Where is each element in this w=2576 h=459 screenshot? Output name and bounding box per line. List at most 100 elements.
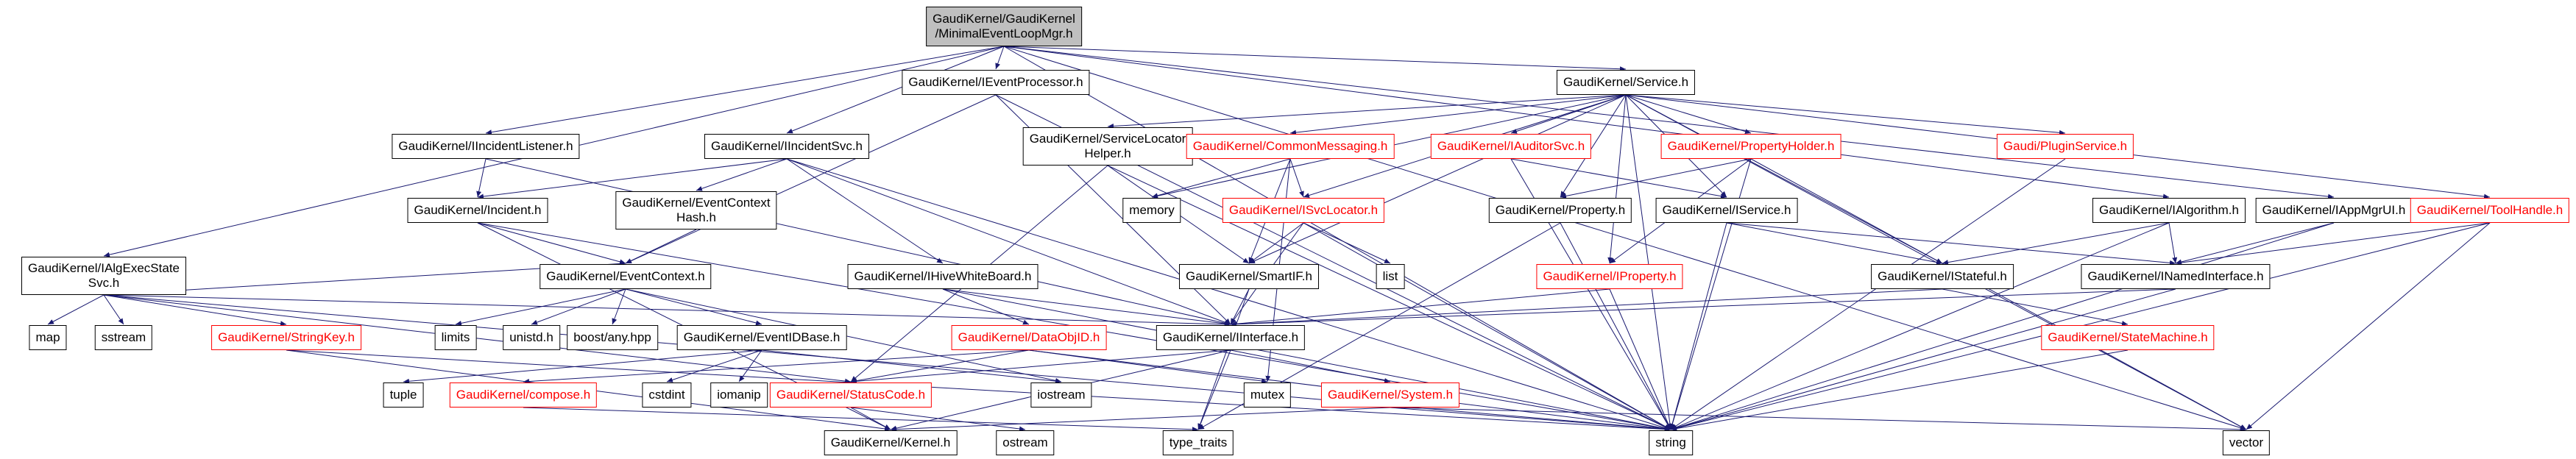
include-edge-n13-n48 — [1303, 222, 1671, 430]
include-node-gaudikernel-iappmgrui-h[interactable]: GaudiKernel/IAppMgrUI.h — [2255, 198, 2413, 223]
include-node-list[interactable]: list — [1376, 264, 1405, 289]
include-node-boost-any-hpp[interactable]: boost/any.hpp — [567, 325, 658, 350]
node-label: list — [1382, 268, 1398, 283]
node-label: GaudiKernel/IStateful.h — [1878, 268, 2007, 283]
include-edge-n13-n22 — [1248, 222, 1304, 264]
include-node-gaudikernel-iauditorsvc-h[interactable]: GaudiKernel/IAuditorSvc.h — [1430, 134, 1592, 159]
include-node-gaudikernel-incident-h[interactable]: GaudiKernel/Incident.h — [407, 198, 548, 223]
include-node-gaudikernel-gaudikernel-minimaleventloopmgr-h[interactable]: GaudiKernel/GaudiKernel/MinimalEventLoop… — [926, 7, 1082, 46]
include-edge-n34-n41 — [850, 349, 1030, 384]
include-edge-n14-n48 — [1560, 222, 1671, 430]
include-edge-n2-n9 — [1625, 94, 2066, 135]
node-label: GaudiKernel/Incident.h — [414, 202, 542, 217]
include-edge-n19-n20 — [103, 260, 626, 296]
node-label: mutex — [1250, 387, 1285, 402]
include-node-gaudikernel-ihivewhiteboard-h[interactable]: GaudiKernel/IHiveWhiteBoard.h — [847, 264, 1038, 289]
include-node-gaudikernel-iinterface-h[interactable]: GaudiKernel/IInterface.h — [1156, 325, 1306, 350]
node-label: GaudiKernel/ServiceLocator — [1029, 131, 1186, 146]
include-node-mutex[interactable]: mutex — [1243, 382, 1292, 408]
node-label: map — [35, 330, 60, 344]
include-edge-n8-n49 — [1750, 158, 2247, 430]
include-edge-n0-n4 — [786, 46, 1005, 134]
node-label: iostream — [1037, 387, 1086, 402]
include-node-gaudikernel-system-h[interactable]: GaudiKernel/System.h — [1320, 382, 1460, 408]
include-node-gaudikernel-commonmessaging-h[interactable]: GaudiKernel/CommonMessaging.h — [1186, 134, 1395, 159]
node-label: GaudiKernel/Property.h — [1495, 202, 1626, 217]
include-edge-n18-n49 — [2246, 222, 2491, 430]
include-edge-n4-n11 — [696, 158, 788, 191]
include-node-iostream[interactable]: iostream — [1030, 382, 1092, 408]
include-node-iomanip[interactable]: iomanip — [710, 382, 768, 408]
include-edge-n17-n48 — [1670, 222, 2335, 430]
include-node-tuple[interactable]: tuple — [383, 382, 424, 408]
node-label: GaudiKernel/EventContext — [622, 195, 771, 210]
include-edge-n24-n48 — [1609, 288, 1671, 430]
include-node-type-traits[interactable]: type_traits — [1162, 430, 1234, 455]
include-node-limits[interactable]: limits — [434, 325, 477, 350]
include-edge-n19-n41 — [103, 294, 852, 384]
node-label: GaudiKernel/StatusCode.h — [776, 387, 926, 402]
include-node-gaudikernel-ieventprocessor-h[interactable]: GaudiKernel/IEventProcessor.h — [902, 70, 1090, 95]
include-node-gaudikernel-inamedinterface-h[interactable]: GaudiKernel/INamedInterface.h — [2081, 264, 2271, 289]
include-node-gaudikernel-statemachine-h[interactable]: GaudiKernel/StateMachine.h — [2041, 325, 2215, 350]
node-label: GaudiKernel/StringKey.h — [218, 330, 355, 344]
include-edge-n3-n35 — [485, 158, 1231, 326]
include-edge-n29-n48 — [286, 349, 1671, 433]
include-edge-n19-n35 — [103, 294, 1231, 327]
include-edge-n33-n40 — [738, 349, 762, 382]
include-edge-n10-n20 — [477, 222, 626, 265]
node-label: GaudiKernel/PropertyHolder.h — [1667, 138, 1835, 153]
node-label: GaudiKernel/ISvcLocator.h — [1228, 202, 1379, 217]
include-node-unistd-h[interactable]: unistd.h — [503, 325, 560, 350]
include-node-gaudikernel-isvclocator-h[interactable]: GaudiKernel/ISvcLocator.h — [1222, 198, 1385, 223]
include-edge-n35-n47 — [1197, 349, 1231, 430]
include-node-gaudi-pluginservice-h[interactable]: Gaudi/PluginService.h — [1996, 134, 2134, 159]
node-label: GaudiKernel/EventContext.h — [546, 268, 705, 283]
include-node-ostream[interactable]: ostream — [996, 430, 1055, 455]
include-edge-n20-n31 — [531, 288, 626, 325]
node-label: Svc.h — [88, 276, 120, 290]
node-label: GaudiKernel/IService.h — [1662, 202, 1791, 217]
node-label: GaudiKernel/EventIDBase.h — [683, 330, 841, 344]
include-edge-n33-n37 — [403, 349, 762, 384]
include-node-gaudikernel-dataobjid-h[interactable]: GaudiKernel/DataObjID.h — [951, 325, 1107, 350]
include-node-cstdint[interactable]: cstdint — [642, 382, 692, 408]
include-node-map[interactable]: map — [29, 325, 67, 350]
include-node-gaudikernel-ialgorithm-h[interactable]: GaudiKernel/IAlgorithm.h — [2092, 198, 2246, 223]
include-node-gaudikernel-smartif-h[interactable]: GaudiKernel/SmartIF.h — [1179, 264, 1319, 289]
include-node-gaudikernel-iincidentsvc-h[interactable]: GaudiKernel/IIncidentSvc.h — [704, 134, 870, 159]
include-node-gaudikernel-stringkey-h[interactable]: GaudiKernel/StringKey.h — [211, 325, 361, 350]
include-edge-n0-n48 — [1003, 46, 1671, 430]
include-node-gaudikernel-eventcontext-h[interactable]: GaudiKernel/EventContext.h — [539, 264, 712, 289]
include-edge-n13-n23 — [1303, 222, 1391, 264]
include-edge-n18-n26 — [2175, 222, 2491, 266]
node-label: string — [1655, 435, 1686, 449]
include-edge-n44-n45 — [890, 407, 1391, 433]
include-edge-n33-n39 — [666, 349, 762, 382]
include-edge-n4-n21 — [786, 158, 944, 264]
node-label: GaudiKernel/CommonMessaging.h — [1192, 138, 1388, 153]
include-node-gaudikernel-toolhandle-h[interactable]: GaudiKernel/ToolHandle.h — [2410, 198, 2570, 223]
include-node-gaudikernel-iservice-h[interactable]: GaudiKernel/IService.h — [1655, 198, 1798, 223]
include-edge-n22-n47 — [1197, 288, 1250, 430]
include-node-sstream[interactable]: sstream — [94, 325, 153, 350]
include-node-gaudikernel-eventidbase-h[interactable]: GaudiKernel/EventIDBase.h — [676, 325, 847, 350]
include-node-memory[interactable]: memory — [1122, 198, 1181, 223]
include-node-gaudikernel-property-h[interactable]: GaudiKernel/Property.h — [1488, 198, 1632, 223]
include-node-gaudikernel-istateful-h[interactable]: GaudiKernel/IStateful.h — [1871, 264, 2014, 289]
include-node-gaudikernel-iproperty-h[interactable]: GaudiKernel/IProperty.h — [1536, 264, 1683, 289]
include-node-gaudikernel-compose-h[interactable]: GaudiKernel/compose.h — [449, 382, 598, 408]
include-edge-n19-n28 — [103, 294, 124, 325]
include-node-gaudikernel-iincidentlistener-h[interactable]: GaudiKernel/IIncidentListener.h — [392, 134, 580, 159]
include-node-gaudikernel-kernel-h[interactable]: GaudiKernel/Kernel.h — [824, 430, 958, 455]
include-node-string[interactable]: string — [1649, 430, 1693, 455]
include-edge-n25-n36 — [1942, 288, 2129, 326]
include-node-vector[interactable]: vector — [2222, 430, 2271, 455]
include-node-gaudikernel-propertyholder-h[interactable]: GaudiKernel/PropertyHolder.h — [1660, 134, 1841, 159]
include-node-gaudikernel-service-h[interactable]: GaudiKernel/Service.h — [1556, 70, 1696, 95]
include-node-gaudikernel-statuscode-h[interactable]: GaudiKernel/StatusCode.h — [769, 382, 933, 408]
node-label: limits — [441, 330, 470, 344]
